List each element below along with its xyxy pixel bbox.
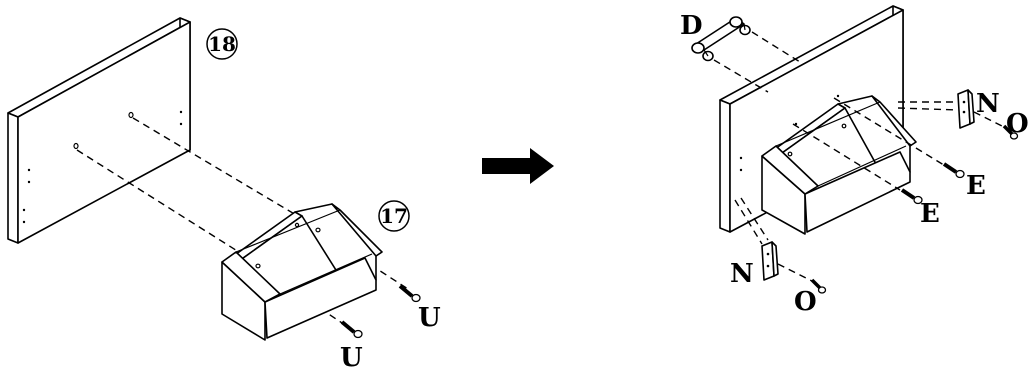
handle-label-d: D [680,11,703,41]
circled-number-17: 17 [378,200,410,232]
screw-label-u: U [418,303,441,333]
panel-number-label: 18 [208,32,236,56]
left-step: 18 17 [7,17,441,371]
bracket-n-lower [734,197,827,294]
alignment-line [713,59,769,93]
bracket-n-upper [897,89,1019,140]
screw-e-lower [900,188,923,205]
screw-label-e: E [920,199,940,229]
box-17 [221,203,383,341]
circled-number-18: 18 [206,28,238,60]
bracket-label-n: N [730,259,754,289]
handle-d [691,16,751,62]
right-step: D E E [680,5,1029,317]
right-arrow-icon [482,148,554,184]
back-panel-18 [7,17,191,244]
screw-label-o: O [794,287,817,317]
screw-label-u: U [340,343,363,371]
screw-u-upper [398,284,421,303]
box-number-label: 17 [380,204,408,228]
screw-label-o: O [1006,109,1029,139]
alignment-line [751,31,801,63]
screw-e-upper [942,162,965,179]
bracket-label-n: N [976,89,1000,119]
alignment-line [792,123,901,191]
screw-label-e: E [966,171,986,201]
screw-u-lower [340,320,363,339]
